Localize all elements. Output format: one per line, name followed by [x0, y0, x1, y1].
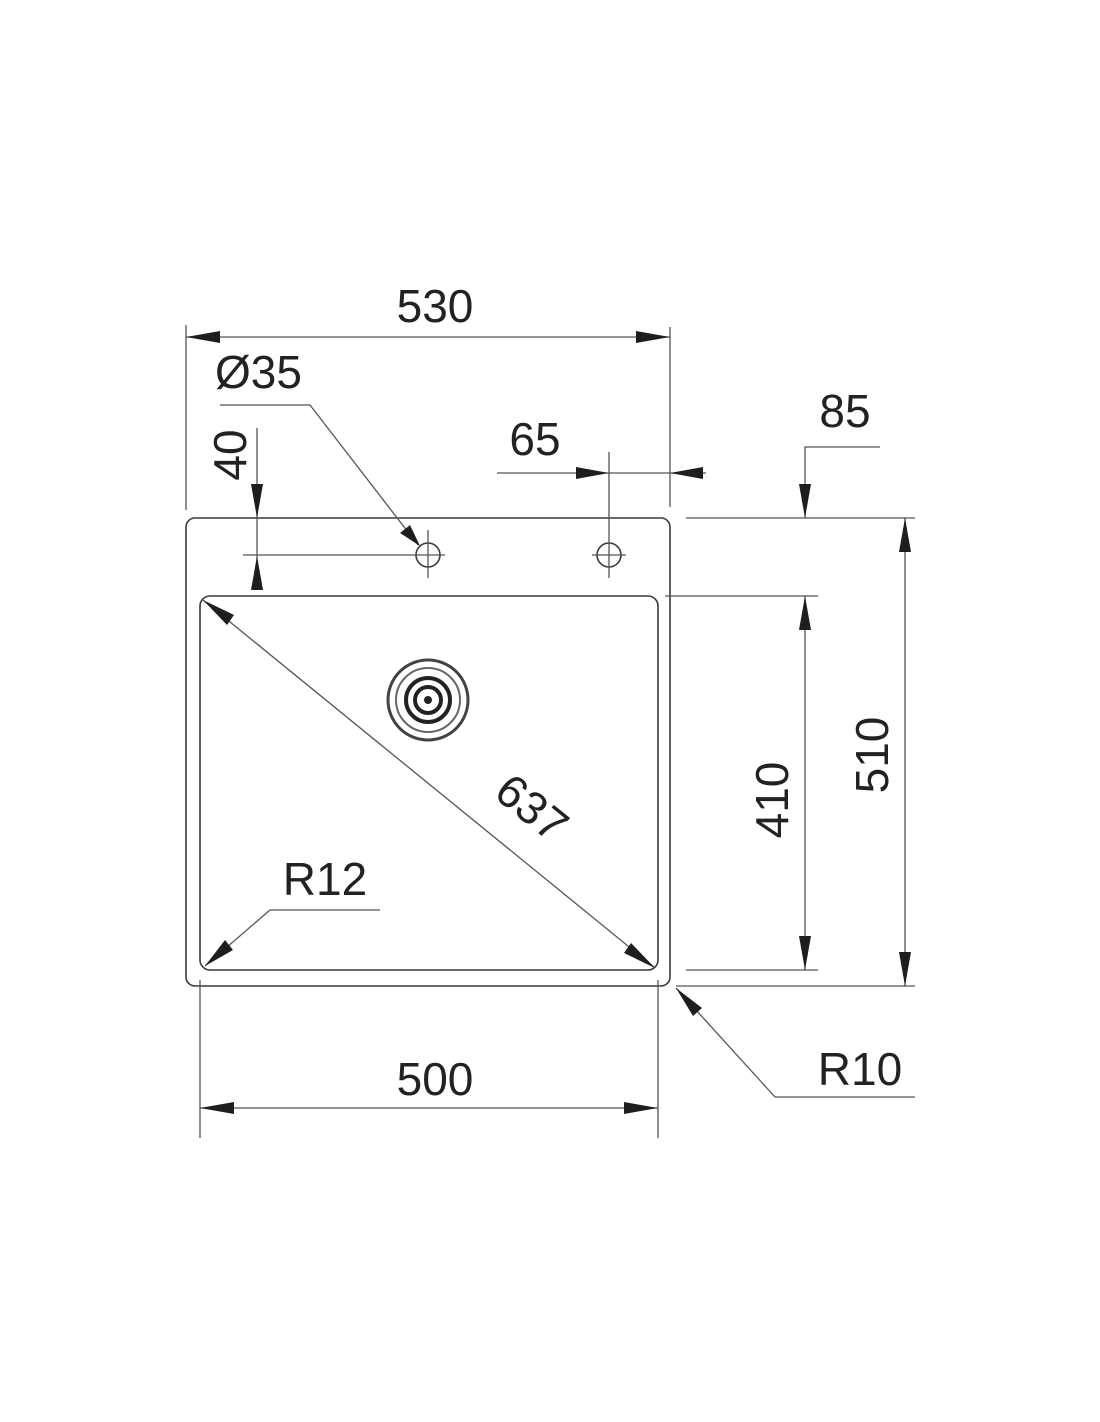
dim-65 [497, 467, 706, 479]
dim-637 [202, 599, 656, 969]
dim-40 [251, 428, 263, 590]
dim-tap-diameter [220, 404, 420, 546]
label-r10: R10 [818, 1043, 902, 1095]
label-500: 500 [397, 1053, 474, 1105]
dim-530 [185, 325, 671, 510]
dim-510 [899, 518, 911, 986]
label-r12: R12 [283, 853, 367, 905]
label-85: 85 [819, 385, 870, 437]
dim-r12 [204, 909, 380, 967]
label-530: 530 [397, 280, 474, 332]
label-65: 65 [509, 413, 560, 465]
drain-icon [386, 658, 470, 742]
dim-85-410 [665, 446, 915, 987]
label-637: 637 [486, 763, 578, 852]
dim-500 [199, 980, 659, 1138]
bowl-outline [199, 595, 659, 971]
dim-r10 [675, 987, 915, 1098]
label-510: 510 [846, 717, 898, 794]
tap-hole-left [243, 530, 445, 578]
label-tap-diameter: Ø35 [215, 346, 302, 398]
sink-outline [185, 517, 671, 987]
label-40: 40 [204, 429, 256, 480]
label-410: 410 [746, 762, 798, 839]
